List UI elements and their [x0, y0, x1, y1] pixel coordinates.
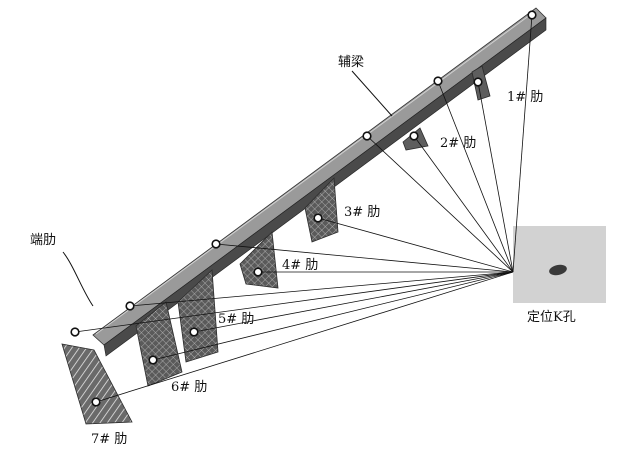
- ray-p5: [366, 135, 514, 273]
- point-11: [70, 327, 80, 337]
- rib-4: [239, 231, 279, 289]
- rib-4-label: 4# 肋: [282, 258, 318, 273]
- end-rib-leader-line: [62, 251, 94, 307]
- point-10: [189, 327, 199, 337]
- point-12: [148, 355, 158, 365]
- rib-3: [304, 177, 339, 243]
- beam-edge-highlight: [95, 11, 535, 335]
- rib-6: [135, 301, 183, 387]
- beam-top-face: [92, 7, 547, 346]
- rib-1-label: 1# 肋: [507, 90, 543, 105]
- ray-p11: [74, 271, 514, 333]
- ray-p2: [477, 81, 514, 273]
- hole-panel-background: [513, 226, 606, 303]
- rib-7-label: 7# 肋: [91, 432, 127, 447]
- point-13: [91, 397, 101, 407]
- ray-p4: [413, 135, 514, 273]
- measurement-points: [70, 10, 537, 407]
- rib-5: [177, 269, 219, 363]
- beam-label: 辅梁: [338, 55, 364, 70]
- ray-p6: [317, 217, 514, 273]
- ray-p1: [512, 14, 533, 273]
- ray-p12: [152, 271, 514, 361]
- k-hole-panel: [513, 226, 606, 303]
- rib-6-label: 6# 肋: [171, 380, 207, 395]
- end-rib-label: 端肋: [30, 233, 56, 248]
- point-5: [362, 131, 372, 141]
- rib-3-label: 3# 肋: [344, 205, 380, 220]
- ray-p3: [437, 80, 514, 273]
- k-hole-label: 定位K孔: [527, 310, 576, 325]
- rib-5-label: 5# 肋: [218, 312, 254, 327]
- point-9: [125, 301, 135, 311]
- point-1: [527, 10, 537, 20]
- ribs: [61, 65, 491, 425]
- ray-p13: [95, 271, 514, 403]
- point-8: [253, 267, 263, 277]
- ray-p10: [193, 271, 514, 333]
- ray-p7: [215, 243, 514, 273]
- point-6: [313, 213, 323, 223]
- point-4: [409, 131, 419, 141]
- ray-p9: [129, 271, 514, 307]
- measurement-rays: [74, 14, 533, 403]
- point-3: [433, 76, 443, 86]
- beam-leader-line: [351, 70, 393, 117]
- rib-7-end: [61, 343, 133, 425]
- point-7: [211, 239, 221, 249]
- rib-2-label: 2# 肋: [440, 136, 476, 151]
- point-2: [473, 77, 483, 87]
- k-hole: [549, 264, 567, 276]
